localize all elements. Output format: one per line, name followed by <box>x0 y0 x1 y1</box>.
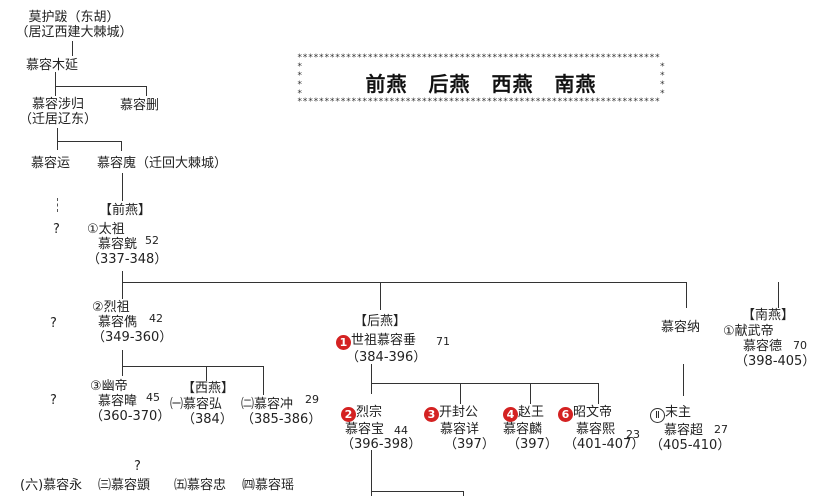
reign-marker-2: 2 <box>341 407 356 422</box>
label-xiyan: 【西燕】 <box>182 381 235 396</box>
node-yong: (六)慕容永 <box>20 478 83 493</box>
age-xi: 23 <box>626 428 640 441</box>
reign-marker-6: 6 <box>558 407 573 422</box>
diagram-title: 前燕 后燕 西燕 南燕 <box>365 72 597 96</box>
title-border-top: ****************************************… <box>297 53 661 63</box>
title-border-char: * <box>297 53 303 63</box>
node-na: 慕容纳 <box>661 320 701 335</box>
unknown-2: ? <box>50 316 57 331</box>
age-bao: 44 <box>394 424 408 437</box>
node-yun: 慕容运 <box>31 156 71 171</box>
reign-marker-1: 1 <box>336 335 351 350</box>
age-wei: 45 <box>146 391 160 404</box>
title-border-right: **** <box>659 62 665 99</box>
marker-circled-1: ① <box>87 222 99 237</box>
age-chao: 27 <box>714 423 728 436</box>
age-chong: 29 <box>305 393 319 406</box>
node-jun: ②烈祖 慕容儁 （349-360） <box>92 300 173 345</box>
node-yi: ㈢慕容顗 <box>98 478 151 493</box>
unknown-3: ? <box>50 393 57 408</box>
node-chong: ㈡慕容冲 （385-386） <box>241 397 322 427</box>
marker-roman-2: Ⅱ <box>650 408 665 423</box>
unknown-1: ? <box>53 222 60 237</box>
node-muyan: 慕容木延 <box>26 58 79 73</box>
label-nanyan: 【南燕】 <box>742 308 795 323</box>
node-yao: ㈣慕容瑶 <box>242 478 295 493</box>
reign-marker-4: 4 <box>503 407 518 422</box>
label-houyan: 【后燕】 <box>354 314 407 329</box>
node-hui: 慕容廆（迁回大棘城） <box>97 156 228 171</box>
age-jun: 42 <box>149 312 163 325</box>
node-mohuba: 莫护跋（东胡） （居辽西建大棘城） <box>15 10 133 40</box>
reign-marker-3: 3 <box>424 407 439 422</box>
node-wei: ③幽帝 慕容暐 （360-370） <box>90 379 171 424</box>
node-huang: ①太祖 慕容皝 （337-348） <box>87 222 168 267</box>
node-hong: ㈠慕容弘 （384） <box>170 397 233 427</box>
age-chui: 71 <box>436 335 450 348</box>
label-qianyan: 【前燕】 <box>99 203 152 218</box>
node-zhong: ㈤慕容忠 <box>174 478 227 493</box>
node-shan: 慕容删 <box>120 98 160 113</box>
node-de: ①献武帝 慕容德 （398-405） <box>723 324 816 369</box>
node-shegui: 慕容涉归 （迁居辽东） <box>18 97 97 127</box>
unknown-4: ? <box>134 459 141 474</box>
age-de: 70 <box>793 339 807 352</box>
title-border-left: **** <box>297 62 303 99</box>
title-border-bottom: ****************************************… <box>297 97 661 107</box>
age-huang: 52 <box>145 234 159 247</box>
title-box: ****************************************… <box>297 54 665 107</box>
